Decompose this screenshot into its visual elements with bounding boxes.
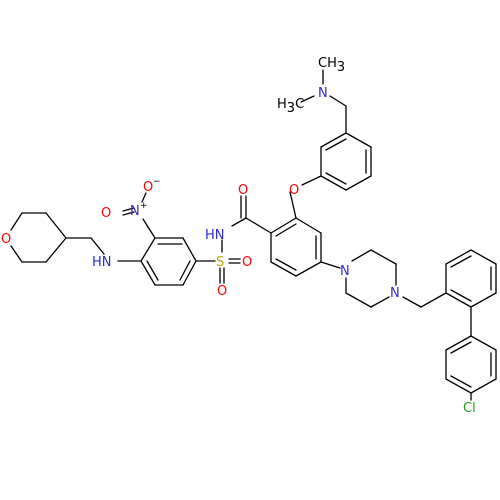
bond xyxy=(320,261,341,269)
bond xyxy=(270,217,297,234)
bond xyxy=(295,217,322,234)
bond xyxy=(122,211,135,216)
bond xyxy=(445,335,472,351)
bond-layer xyxy=(10,69,497,401)
bond xyxy=(420,292,447,308)
bond xyxy=(295,261,322,277)
methyl-label-left-sub: 3 xyxy=(287,101,295,116)
bond xyxy=(370,249,397,265)
bond xyxy=(270,261,297,277)
bond xyxy=(122,207,135,212)
bond xyxy=(146,260,159,281)
sulfonyl-oxygen-bottom: O xyxy=(217,284,227,299)
methyl-label-left-h: H xyxy=(277,97,287,112)
bond xyxy=(289,191,297,219)
dimethylamino-nitrogen: N xyxy=(318,86,328,101)
nitro-nitrogen-charge: + xyxy=(140,201,148,211)
bond xyxy=(470,378,497,394)
bond xyxy=(45,237,67,263)
piperazine-nitrogen-right: N xyxy=(390,286,400,301)
bond xyxy=(325,172,347,185)
methyl-label-top-main: CH xyxy=(318,56,337,71)
bond xyxy=(245,217,272,234)
bond xyxy=(329,95,347,107)
bond xyxy=(140,260,156,286)
bond xyxy=(445,378,472,394)
bond xyxy=(142,218,156,239)
bond xyxy=(351,249,372,262)
bond xyxy=(345,292,372,308)
bond xyxy=(470,335,497,351)
bond xyxy=(179,260,191,281)
methyl-label-left-c: C xyxy=(295,97,304,112)
nitro-oxygen-minus-charge: − xyxy=(153,177,161,187)
amide-nh: HN xyxy=(205,228,225,243)
nitro-nitrogen: N xyxy=(130,204,140,219)
bond xyxy=(450,255,472,268)
nitro-oxygen: O xyxy=(101,206,111,221)
methyl-label-top: CH3 xyxy=(318,56,345,75)
bond xyxy=(345,132,372,148)
bond xyxy=(450,375,472,388)
bond xyxy=(182,237,197,262)
bond xyxy=(141,192,147,203)
methyl-label-left: H3C xyxy=(277,97,304,116)
bond xyxy=(275,223,297,237)
atom-label-layer: CH3 H3C N O O HN O − O N + S O O HN O N … xyxy=(1,56,476,416)
bond xyxy=(402,296,422,308)
ether-oxygen: O xyxy=(289,183,299,198)
bond xyxy=(450,289,472,302)
bond xyxy=(370,296,390,308)
bond xyxy=(445,249,472,265)
sulfonyl-sulfur: S xyxy=(216,255,224,270)
bond xyxy=(140,237,156,262)
nitro-oxygen-minus: O xyxy=(143,180,153,195)
bond xyxy=(90,237,105,255)
piperazine-nitrogen-left: N xyxy=(340,264,350,279)
pyran-oxygen: O xyxy=(1,232,11,247)
bond xyxy=(10,212,23,231)
bond xyxy=(182,260,197,286)
bond xyxy=(275,258,297,271)
bond xyxy=(450,341,472,354)
bond xyxy=(300,95,315,103)
bond xyxy=(301,175,322,186)
bond xyxy=(470,292,497,308)
sulfonyl-oxygen-right: O xyxy=(242,255,252,270)
bond xyxy=(231,217,247,227)
bond xyxy=(10,245,23,263)
bond xyxy=(345,175,372,191)
bond xyxy=(325,138,347,151)
bond xyxy=(45,212,67,239)
aniline-nh: HN xyxy=(92,255,112,270)
bond xyxy=(320,175,347,191)
chlorine-atom: Cl xyxy=(463,401,476,416)
bond xyxy=(470,249,497,265)
bond xyxy=(445,292,472,308)
bond xyxy=(320,132,347,148)
amide-carbonyl-oxygen: O xyxy=(238,183,248,198)
methyl-label-top-sub: 3 xyxy=(337,60,345,75)
